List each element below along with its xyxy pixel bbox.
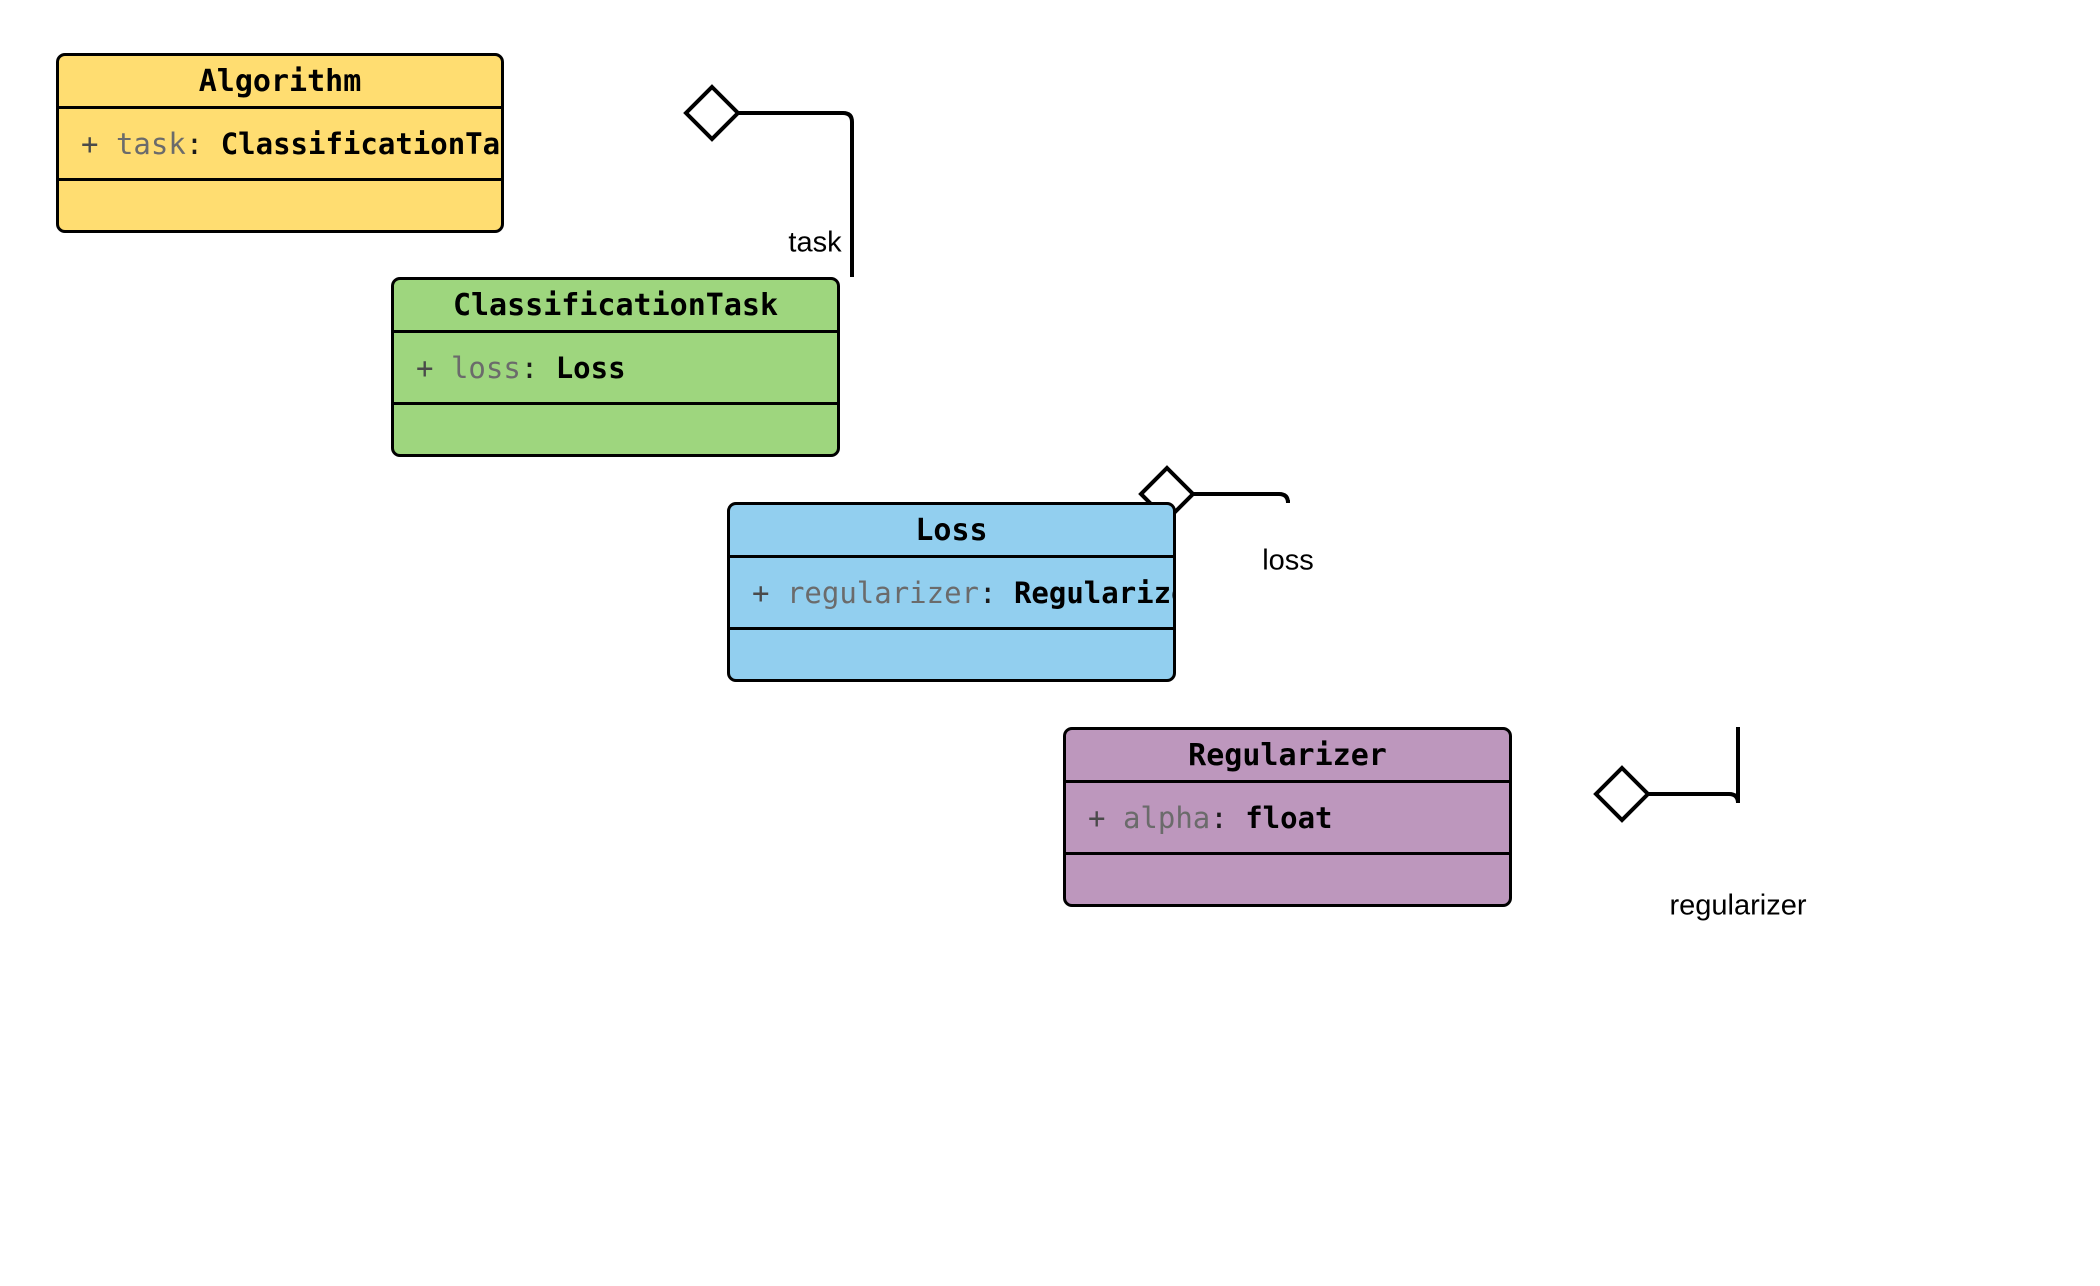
edge-label-regularizer: regularizer: [1669, 889, 1807, 922]
attribute-visibility: +: [81, 127, 99, 161]
attribute-separator: :: [1210, 801, 1228, 835]
uml-class-regularizer[interactable]: Regularizer + alpha: float: [1063, 727, 1512, 907]
attribute-type: ClassificationTask: [220, 127, 504, 161]
class-attributes-regularizer: + alpha: float: [1066, 783, 1509, 855]
attribute-type: float: [1245, 801, 1333, 835]
uml-class-loss[interactable]: Loss + regularizer: Regularizer: [727, 502, 1176, 682]
attribute-row: + alpha: float: [1088, 799, 1487, 837]
class-methods-classification-task: [394, 405, 837, 454]
attribute-separator: :: [979, 576, 997, 610]
edge-line-loss: [1192, 492, 1290, 504]
attribute-separator: :: [520, 351, 539, 385]
class-title-loss: Loss: [730, 505, 1173, 558]
class-attributes-classification-task: + loss: Loss: [394, 333, 837, 405]
edge-label-loss: loss: [1262, 544, 1314, 577]
uml-class-algorithm[interactable]: Algorithm + task: ClassificationTask: [56, 53, 504, 233]
attribute-name: task: [115, 127, 186, 161]
attribute-row: + regularizer: Regularizer: [752, 574, 1173, 612]
attribute-type: Regularizer: [1013, 576, 1173, 610]
attribute-name: regularizer: [786, 576, 979, 610]
attribute-name: loss: [450, 351, 521, 385]
class-methods-loss: [730, 630, 1173, 679]
uml-class-classification-task[interactable]: ClassificationTask + loss: Loss: [391, 277, 840, 457]
aggregation-diamond-regularizer: [1593, 765, 1651, 823]
class-methods-algorithm: [59, 181, 501, 230]
class-methods-regularizer: [1066, 855, 1509, 904]
class-title-regularizer: Regularizer: [1066, 730, 1509, 783]
attribute-row: + loss: Loss: [416, 349, 815, 387]
class-title-algorithm: Algorithm: [59, 56, 501, 109]
attribute-visibility: +: [752, 576, 770, 610]
attribute-visibility: +: [416, 351, 434, 385]
edge-label-task: task: [788, 226, 842, 259]
class-title-classification-task: ClassificationTask: [394, 280, 837, 333]
attribute-visibility: +: [1088, 801, 1106, 835]
edge-line-regularizer: [1647, 727, 1740, 804]
attribute-separator: :: [185, 127, 204, 161]
relationship-loss-regularizer: [1593, 727, 1740, 823]
attribute-row: + task: ClassificationTask: [81, 125, 501, 163]
class-attributes-loss: + regularizer: Regularizer: [730, 558, 1173, 630]
attribute-name: alpha: [1122, 801, 1211, 835]
aggregation-diamond-task: [683, 84, 741, 142]
class-attributes-algorithm: + task: ClassificationTask: [59, 109, 501, 181]
attribute-type: Loss: [555, 351, 626, 385]
